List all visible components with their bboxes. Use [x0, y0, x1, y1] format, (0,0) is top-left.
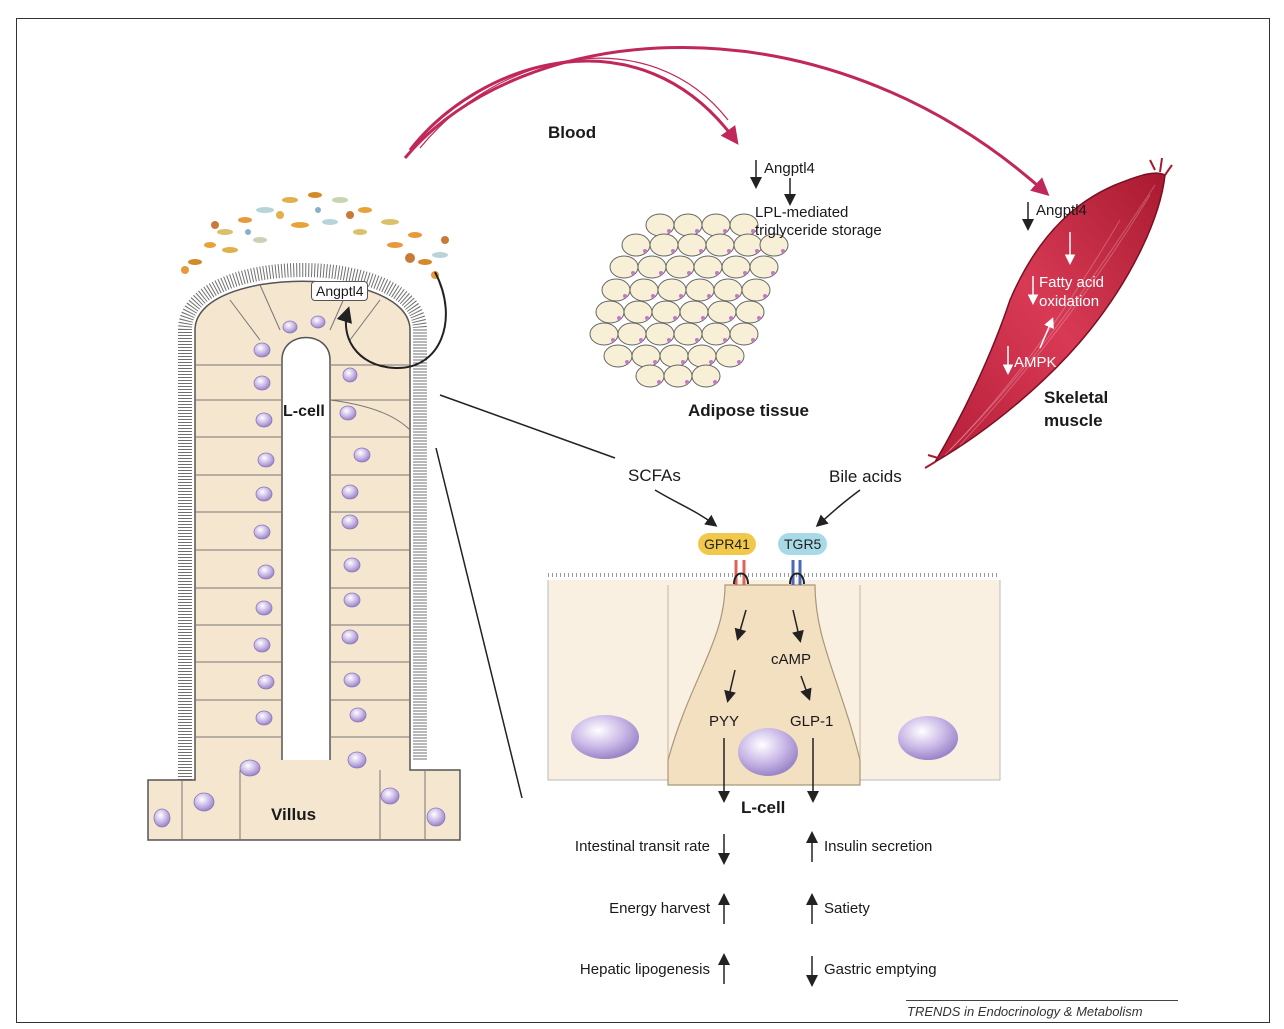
adipocyte-nucleus [611, 338, 615, 342]
adipocyte-nucleus [757, 316, 761, 320]
adipocyte-nucleus [653, 360, 657, 364]
fatty-acid-label-line2: oxidation [1039, 293, 1099, 310]
adipocyte-nucleus [685, 380, 689, 384]
adipocyte-nucleus [667, 229, 671, 233]
effect-left-1: Intestinal transit rate [575, 838, 710, 855]
adipocyte-nucleus [617, 316, 621, 320]
adipocyte-nucleus [699, 249, 703, 253]
adipose-tissue [590, 214, 788, 387]
adipocyte-nucleus [701, 316, 705, 320]
adipose-angptl4-label: Angptl4 [764, 160, 815, 177]
adipocyte-nucleus [657, 380, 661, 384]
adipocyte-nucleus [771, 271, 775, 275]
credit-rule [906, 1000, 1178, 1001]
effect-left-2: Energy harvest [609, 900, 710, 917]
adipocyte-nucleus [623, 294, 627, 298]
bile-acids-label: Bile acids [829, 467, 902, 487]
gpr41-receptor: GPR41 [698, 533, 756, 555]
effect-right-2: Satiety [824, 900, 870, 917]
adipocyte-nucleus [723, 229, 727, 233]
blood-arrows [405, 47, 1045, 192]
effect-left-3: Hepatic lipogenesis [580, 961, 710, 978]
pyy-label: PYY [709, 713, 739, 730]
adipose-tissue-label: Adipose tissue [688, 401, 809, 421]
adipocyte-nucleus [631, 271, 635, 275]
adipocyte-nucleus [755, 249, 759, 253]
adipocyte-nucleus [645, 316, 649, 320]
adipocyte-nucleus [625, 360, 629, 364]
adipocyte-nucleus [695, 229, 699, 233]
adipocyte-nucleus [671, 249, 675, 253]
adipocyte-nucleus [651, 294, 655, 298]
skeletal-label-line2: muscle [1044, 411, 1103, 431]
lcell-main-label: L-cell [741, 798, 785, 818]
adipocyte-nucleus [735, 294, 739, 298]
adipocyte-nucleus [751, 338, 755, 342]
glp1-label: GLP-1 [790, 713, 833, 730]
ampk-label: AMPK [1014, 354, 1057, 371]
lpl-label-line1: LPL-mediated [755, 204, 848, 221]
adipocyte-nucleus [715, 271, 719, 275]
adipocyte-nucleus [743, 271, 747, 275]
villus-label: Villus [271, 805, 316, 825]
skeletal-label-line1: Skeletal [1044, 388, 1108, 408]
camp-label: cAMP [771, 651, 811, 668]
adipocyte-nucleus [695, 338, 699, 342]
adipocyte-nucleus [679, 294, 683, 298]
adipocyte-nucleus [727, 249, 731, 253]
blood-arrow-to-muscle [405, 47, 1045, 192]
epithelium-detail [548, 560, 1000, 785]
adipocyte-nucleus [667, 338, 671, 342]
effect-right-1: Insulin secretion [824, 838, 932, 855]
scfas-label: SCFAs [628, 466, 681, 486]
adipocyte-nucleus [763, 294, 767, 298]
adipocyte-nucleus [687, 271, 691, 275]
villus-lcell-label: L-cell [283, 403, 325, 421]
adipocyte-nucleus [737, 360, 741, 364]
adipocyte-nucleus [681, 360, 685, 364]
adipocyte-nucleus [643, 249, 647, 253]
tgr5-receptor: TGR5 [778, 533, 827, 555]
blood-label: Blood [548, 123, 596, 143]
lpl-label-line2: triglyceride storage [755, 222, 882, 239]
credit-label: TRENDS in Endocrinology & Metabolism [907, 1004, 1143, 1019]
muscle-angptl4-label: Angptl4 [1036, 202, 1087, 219]
adipocyte-nucleus [709, 360, 713, 364]
adipocyte-nucleus [723, 338, 727, 342]
adipocyte-nucleus [673, 316, 677, 320]
adipocyte-nucleus [639, 338, 643, 342]
adipocyte-nucleus [659, 271, 663, 275]
villus-angptl4-label: Angptl4 [311, 281, 368, 301]
adipocyte-nucleus [729, 316, 733, 320]
adipocyte-nucleus [781, 249, 785, 253]
villus-illustration [148, 270, 460, 840]
adipocyte-nucleus [707, 294, 711, 298]
effect-right-3: Gastric emptying [824, 961, 937, 978]
adipocyte-nucleus [713, 380, 717, 384]
fatty-acid-label-line1: Fatty acid [1039, 274, 1104, 291]
